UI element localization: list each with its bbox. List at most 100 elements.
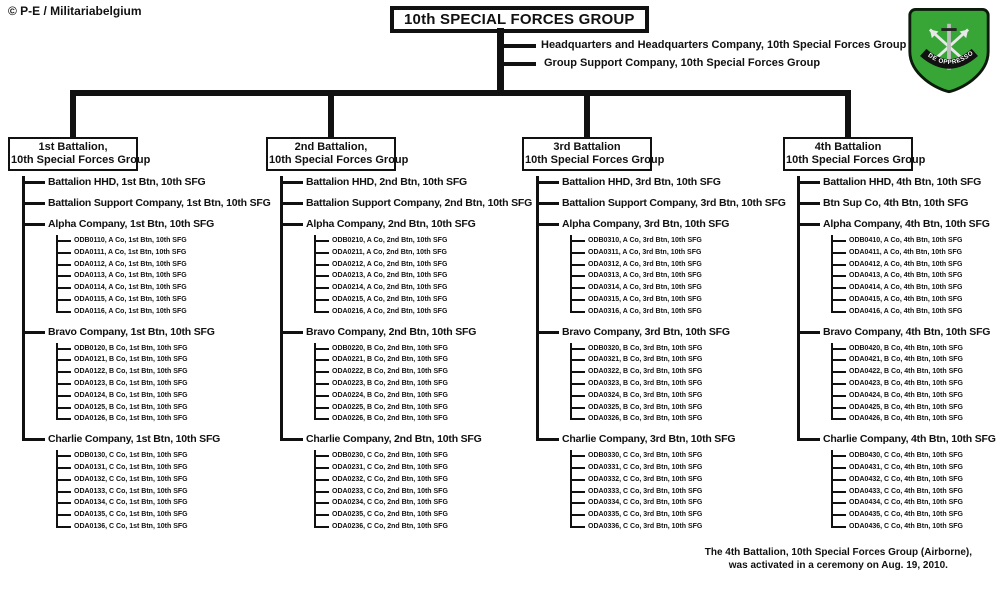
oda-label: ODB0330, C Co, 3rd Btn, 10th SFG (588, 452, 703, 460)
oda-label: ODA0112, A Co, 1st Btn, 10th SFG (74, 260, 187, 268)
oda-label: ODA0221, B Co, 2nd Btn, 10th SFG (332, 356, 448, 364)
oda-label: ODB0430, C Co, 4th Btn, 10th SFG (849, 452, 963, 460)
oda-item: ODA0225, B Co, 2nd Btn, 10th SFG (314, 401, 518, 414)
oda-item: ODA0221, B Co, 2nd Btn, 10th SFG (314, 354, 518, 366)
oda-item: ODA0322, B Co, 3rd Btn, 10th SFG (570, 366, 774, 378)
oda-item: ODA0212, A Co, 2nd Btn, 10th SFG (314, 258, 518, 271)
oda-label: ODA0214, A Co, 2nd Btn, 10th SFG (332, 284, 448, 292)
oda-label: ODA0226, B Co, 2nd Btn, 10th SFG (332, 415, 448, 423)
oda-label: ODA0425, B Co, 4th Btn, 10th SFG (849, 403, 963, 411)
oda-item: ODA0236, C Co, 2nd Btn, 10th SFG (314, 520, 518, 533)
oda-item: ODB0410, A Co, 4th Btn, 10th SFG (831, 235, 1000, 247)
company-label: Bravo Company, 2nd Btn, 10th SFG (306, 325, 477, 338)
oda-item: ODA0224, B Co, 2nd Btn, 10th SFG (314, 389, 518, 402)
oda-label: ODB0120, B Co, 1st Btn, 10th SFG (74, 344, 188, 352)
10th-sfg-beret-flash-icon: DE OPPRESSO LIBER (906, 6, 990, 94)
battalion-box-line2: 10th Special Forces Group (525, 154, 665, 166)
oda-label: ODA0115, A Co, 1st Btn, 10th SFG (74, 295, 187, 303)
oda-label: ODA0213, A Co, 2nd Btn, 10th SFG (332, 272, 448, 280)
oda-label: ODA0412, A Co, 4th Btn, 10th SFG (849, 260, 963, 268)
oda-item: ODA0133, C Co, 1st Btn, 10th SFG (56, 485, 260, 498)
oda-item: ODA0411, A Co, 4th Btn, 10th SFG (831, 246, 1000, 259)
oda-label: ODA0135, C Co, 1st Btn, 10th SFG (74, 511, 188, 519)
oda-item: ODA0421, B Co, 4th Btn, 10th SFG (831, 354, 1000, 366)
oda-label: ODA0236, C Co, 2nd Btn, 10th SFG (332, 522, 448, 530)
battalion-box-line1: 2nd Battalion, (294, 141, 368, 153)
oda-label: ODB0420, B Co, 4th Btn, 10th SFG (849, 344, 963, 352)
company-item: Bravo Company, 4th Btn, 10th SFG ODB0420,… (797, 325, 1000, 434)
oda-label: ODA0121, B Co, 1st Btn, 10th SFG (74, 356, 188, 364)
oda-item: ODA0121, B Co, 1st Btn, 10th SFG (56, 354, 260, 366)
battalion-box-line1: 1st Battalion, (38, 141, 108, 153)
company-label: Charlie Company, 3rd Btn, 10th SFG (562, 433, 736, 446)
oda-label: ODA0133, C Co, 1st Btn, 10th SFG (74, 487, 188, 495)
oda-label: ODA0333, C Co, 3rd Btn, 10th SFG (588, 487, 703, 495)
oda-label: ODA0132, C Co, 1st Btn, 10th SFG (74, 475, 188, 483)
oda-item: ODA0116, A Co, 1st Btn, 10th SFG (56, 305, 260, 318)
oda-label: ODA0436, C Co, 4th Btn, 10th SFG (849, 522, 963, 530)
oda-label: ODA0312, A Co, 3rd Btn, 10th SFG (588, 260, 702, 268)
company-label: Bravo Company, 1st Btn, 10th SFG (48, 325, 215, 338)
oda-item: ODB0220, B Co, 2nd Btn, 10th SFG (314, 342, 518, 355)
oda-item: ODA0122, B Co, 1st Btn, 10th SFG (56, 366, 260, 378)
oda-label: ODA0134, C Co, 1st Btn, 10th SFG (74, 499, 188, 507)
company-item: Alpha Company, 2nd Btn, 10th SFG ODB0210,… (280, 218, 518, 326)
oda-item: ODA0316, A Co, 3rd Btn, 10th SFG (570, 305, 774, 318)
company-label: Charlie Company, 1st Btn, 10th SFG (48, 433, 221, 446)
oda-item: ODA0311, A Co, 3rd Btn, 10th SFG (570, 246, 774, 259)
oda-list: ODB0330, C Co, 3rd Btn, 10th SFG ODA0331,… (570, 450, 774, 533)
oda-item: ODA0114, A Co, 1st Btn, 10th SFG (56, 282, 260, 294)
battalion-box-line2: 10th Special Forces Group (11, 154, 151, 166)
oda-label: ODA0225, B Co, 2nd Btn, 10th SFG (332, 403, 448, 411)
oda-item: ODA0325, B Co, 3rd Btn, 10th SFG (570, 401, 774, 414)
oda-item: ODA0213, A Co, 2nd Btn, 10th SFG (314, 270, 518, 282)
battalion-drop-line-4 (845, 96, 851, 137)
oda-item: ODA0326, B Co, 3rd Btn, 10th SFG (570, 413, 774, 425)
hhc-tick-line (500, 44, 536, 48)
oda-item: ODA0211, A Co, 2nd Btn, 10th SFG (314, 246, 518, 259)
company-label: Charlie Company, 4th Btn, 10th SFG (823, 433, 996, 446)
oda-label: ODA0325, B Co, 3rd Btn, 10th SFG (588, 403, 703, 411)
oda-item: ODB0110, A Co, 1st Btn, 10th SFG (56, 235, 260, 247)
oda-label: ODA0334, C Co, 3rd Btn, 10th SFG (588, 499, 703, 507)
activation-note-line1: The 4th Battalion, 10th Special Forces G… (704, 547, 972, 558)
battalion-box-2: 2nd Battalion,10th Special Forces Group (266, 137, 408, 171)
oda-item: ODA0415, A Co, 4th Btn, 10th SFG (831, 293, 1000, 306)
company-item: Battalion HHD, 1st Btn, 10th SFG (22, 176, 260, 197)
oda-label: ODA0431, C Co, 4th Btn, 10th SFG (849, 463, 963, 471)
company-item: Battalion HHD, 4th Btn, 10th SFG (797, 176, 1000, 197)
oda-item: ODA0413, A Co, 4th Btn, 10th SFG (831, 270, 1000, 282)
company-item: Btn Sup Co, 4th Btn, 10th SFG (797, 197, 1000, 218)
oda-label: ODA0314, A Co, 3rd Btn, 10th SFG (588, 284, 702, 292)
company-item: Bravo Company, 2nd Btn, 10th SFG ODB0220,… (280, 325, 518, 434)
oda-item: ODA0423, B Co, 4th Btn, 10th SFG (831, 377, 1000, 390)
company-label: Alpha Company, 1st Btn, 10th SFG (48, 218, 215, 230)
oda-item: ODA0123, B Co, 1st Btn, 10th SFG (56, 377, 260, 390)
oda-item: ODA0426, B Co, 4th Btn, 10th SFG (831, 413, 1000, 425)
company-label: Alpha Company, 2nd Btn, 10th SFG (306, 218, 476, 230)
company-item: Battalion Support Company, 3rd Btn, 10th… (536, 197, 786, 218)
company-label: Bravo Company, 4th Btn, 10th SFG (823, 325, 991, 338)
oda-item: ODA0134, C Co, 1st Btn, 10th SFG (56, 497, 260, 509)
oda-item: ODA0115, A Co, 1st Btn, 10th SFG (56, 293, 260, 306)
oda-label: ODA0331, C Co, 3rd Btn, 10th SFG (588, 463, 703, 471)
oda-list: ODB0120, B Co, 1st Btn, 10th SFG ODA0121,… (56, 342, 260, 426)
activation-note-line2: was activated in a ceremony on Aug. 19, … (728, 560, 948, 571)
oda-item: ODA0434, C Co, 4th Btn, 10th SFG (831, 497, 1000, 509)
oda-label: ODA0421, B Co, 4th Btn, 10th SFG (849, 356, 963, 364)
company-item: Battalion Support Company, 1st Btn, 10th… (22, 197, 271, 218)
oda-label: ODB0110, A Co, 1st Btn, 10th SFG (74, 237, 187, 244)
oda-label: ODA0332, C Co, 3rd Btn, 10th SFG (588, 475, 703, 483)
